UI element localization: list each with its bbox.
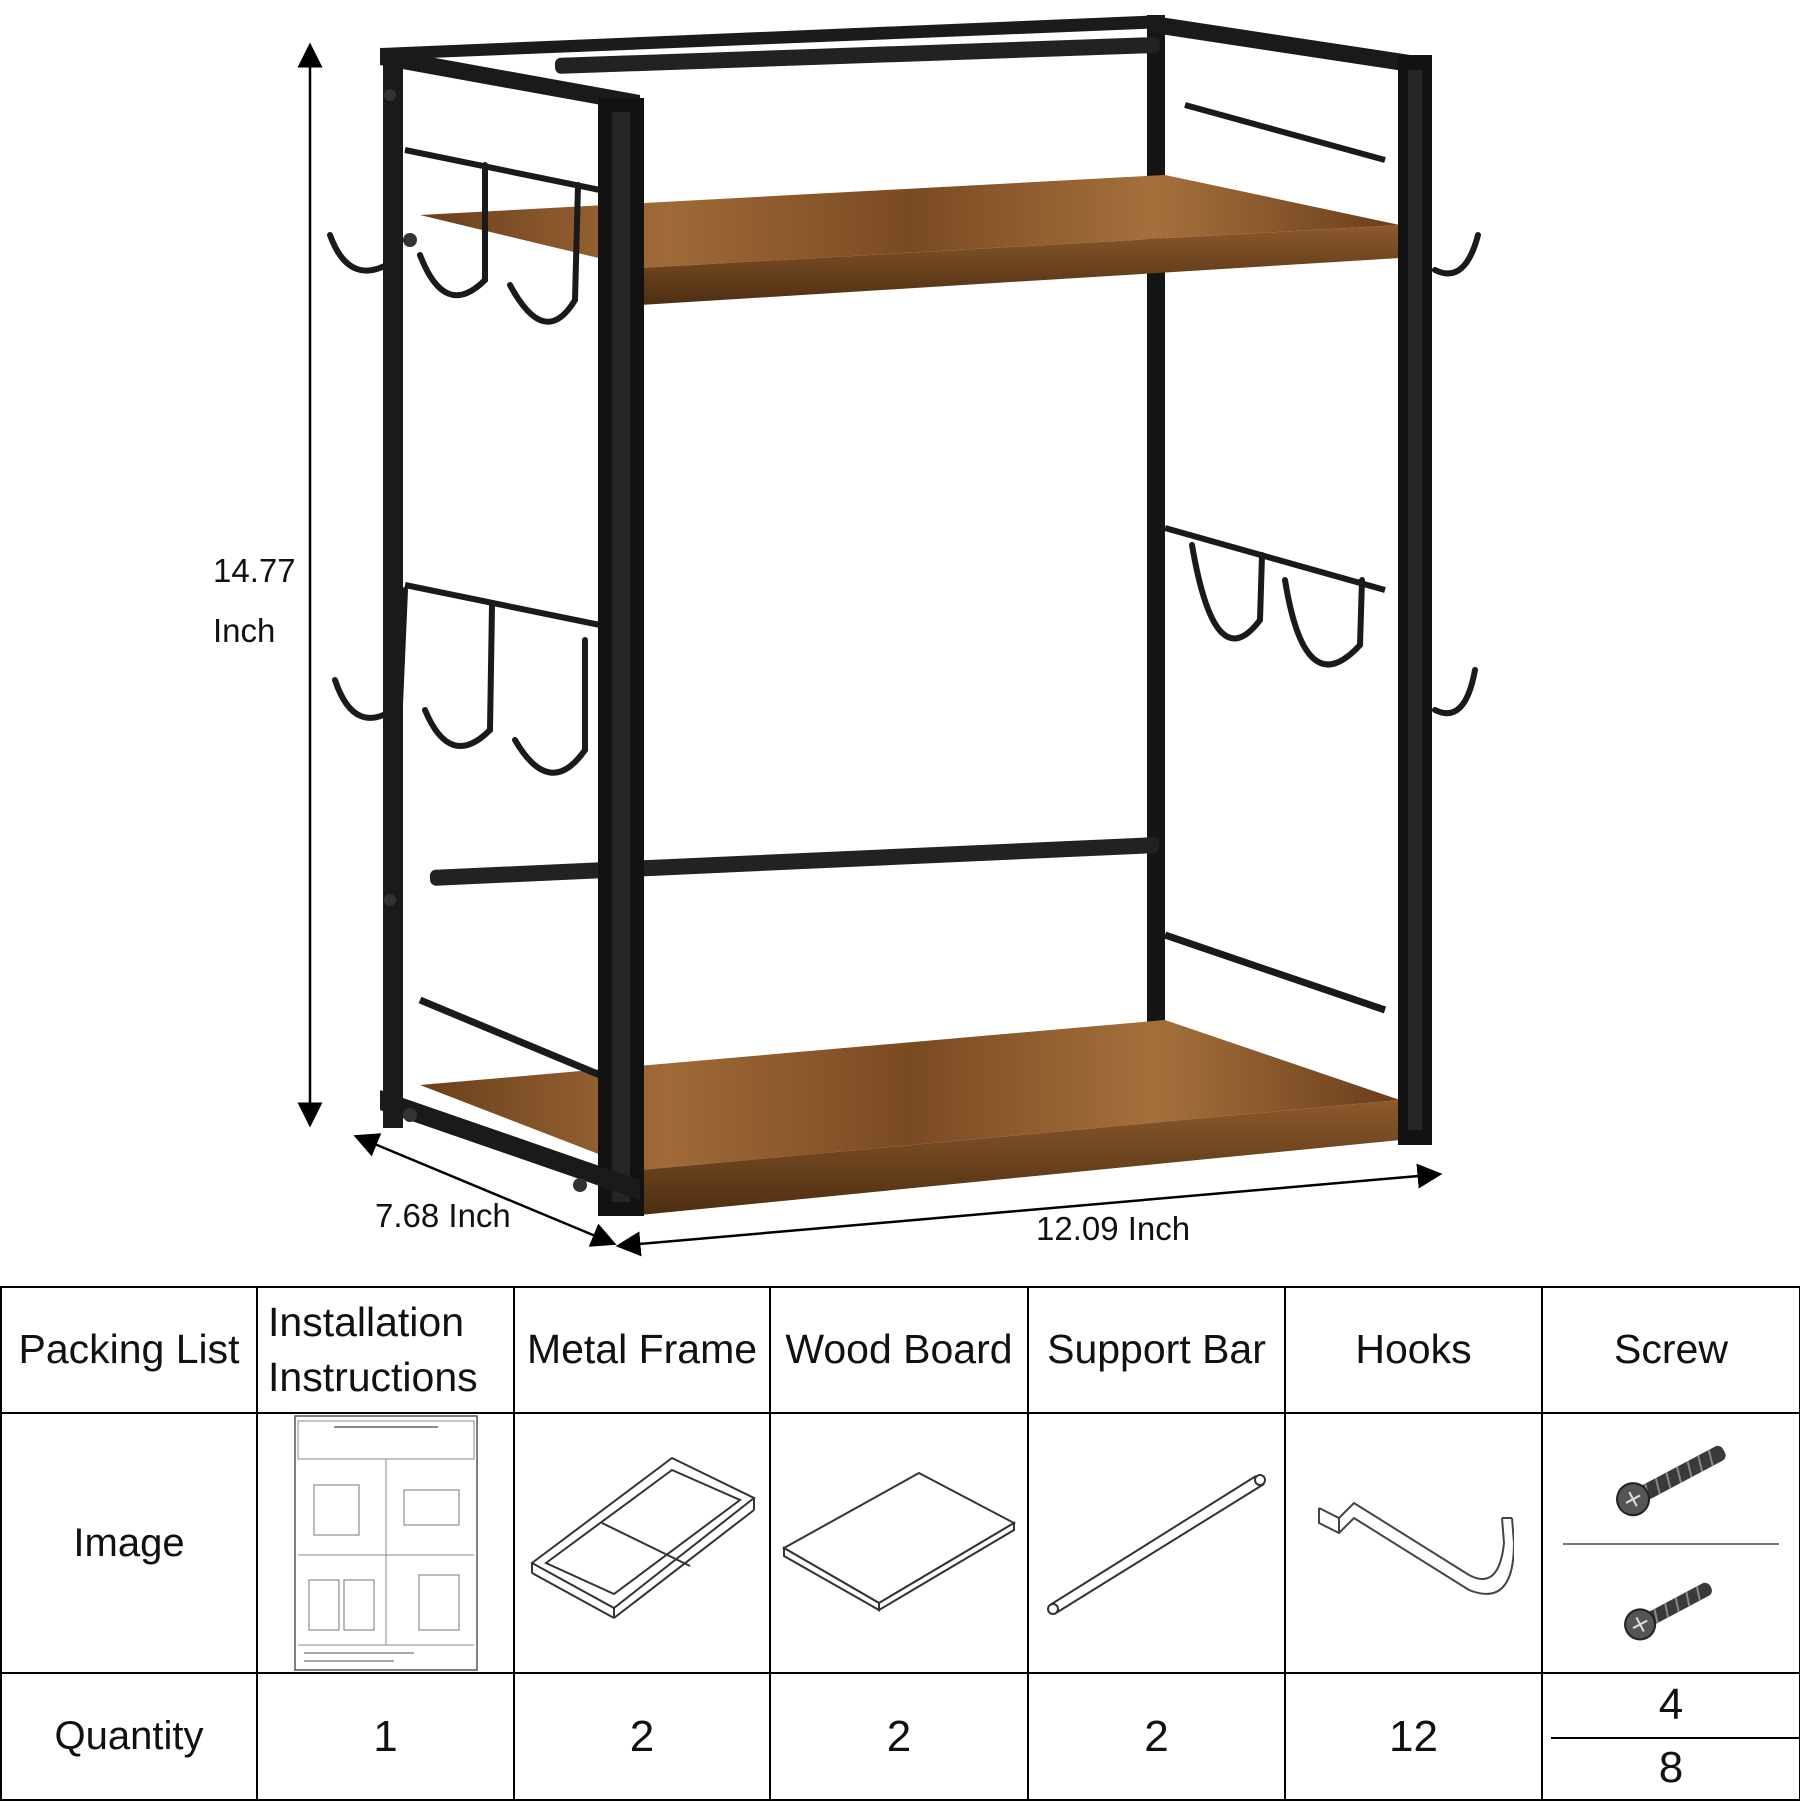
qty-instructions: 1 xyxy=(256,1672,515,1801)
qty-wood-board: 2 xyxy=(769,1672,1029,1801)
image-cell-support-bar xyxy=(1027,1412,1286,1674)
wood-board-icon xyxy=(781,1471,1017,1612)
header-metal-frame: Metal Frame xyxy=(513,1286,771,1414)
header-installation-instructions-text: Installation Instructions xyxy=(268,1298,478,1400)
height-unit-label: Inch xyxy=(213,612,276,649)
bottom-shelf-surface xyxy=(420,1020,1400,1170)
bottom-shelf-front xyxy=(640,1100,1400,1215)
header-packing-list: Packing List xyxy=(0,1286,258,1414)
header-installation-instructions: Installation Instructions xyxy=(256,1286,515,1414)
qty-hooks: 12 xyxy=(1284,1672,1543,1801)
qty-metal-frame: 2 xyxy=(513,1672,771,1801)
image-cell-screw xyxy=(1541,1412,1800,1674)
table-image-row: Image xyxy=(0,1412,1800,1674)
image-cell-metal-frame xyxy=(513,1412,771,1674)
product-dimension-drawing: 14.77 Inch 7.68 Inch 12.09 Inch xyxy=(213,15,1481,1257)
left-side-bottom-bar xyxy=(380,1090,640,1200)
back-left-post xyxy=(383,48,403,1128)
hooks xyxy=(327,147,1481,776)
qty-screw: 4 8 xyxy=(1541,1672,1800,1801)
hook-icon xyxy=(1317,1501,1514,1595)
top-shelf-front xyxy=(640,225,1400,305)
width-arrow xyxy=(615,1163,1443,1257)
table-quantity-row: Quantity 1 2 2 2 12 4 8 xyxy=(0,1672,1800,1801)
right-side-top-bar xyxy=(1147,15,1430,75)
top-shelf-surface xyxy=(420,175,1400,268)
screw-divider xyxy=(1563,1543,1779,1545)
packing-list-table: Packing List Installation Instructions M… xyxy=(0,1286,1800,1801)
height-value-label: 14.77 xyxy=(213,552,296,589)
image-cell-wood-board xyxy=(769,1412,1029,1674)
screw-short-icon xyxy=(1624,1582,1712,1640)
depth-label: 7.68 Inch xyxy=(375,1197,511,1234)
screw-long-wrap xyxy=(1544,1415,1798,1543)
instructions-sheet-icon xyxy=(293,1415,478,1671)
top-rod xyxy=(554,37,1160,74)
left-side-top-bar xyxy=(380,48,640,112)
qty-screw-divider xyxy=(1551,1736,1798,1739)
bottom-rod xyxy=(429,837,1160,886)
metal-frame-icon xyxy=(530,1456,756,1619)
qty-screw-long: 4 xyxy=(1658,1680,1684,1730)
qty-support-bar: 2 xyxy=(1027,1672,1286,1801)
screw-icon xyxy=(1616,1445,1726,1516)
header-hooks: Hooks xyxy=(1284,1286,1543,1414)
quantity-row-label: Quantity xyxy=(0,1672,258,1801)
image-cell-hooks xyxy=(1284,1412,1543,1674)
table-header-row: Packing List Installation Instructions M… xyxy=(0,1286,1800,1414)
top-back-bar xyxy=(380,15,1165,60)
width-label: 12.09 Inch xyxy=(1036,1210,1191,1247)
qty-screw-short: 8 xyxy=(1658,1742,1684,1792)
depth-arrow xyxy=(353,1133,617,1247)
shelf-rack-illustration xyxy=(297,15,1481,1257)
back-right-post xyxy=(1147,15,1165,1035)
image-row-label: Image xyxy=(0,1412,258,1674)
header-support-bar: Support Bar xyxy=(1027,1286,1286,1414)
header-screw: Screw xyxy=(1541,1286,1800,1414)
support-bar-icon xyxy=(1046,1474,1266,1615)
image-cell-instructions xyxy=(256,1412,515,1674)
header-wood-board: Wood Board xyxy=(769,1286,1029,1414)
screw-short-wrap xyxy=(1544,1543,1798,1671)
